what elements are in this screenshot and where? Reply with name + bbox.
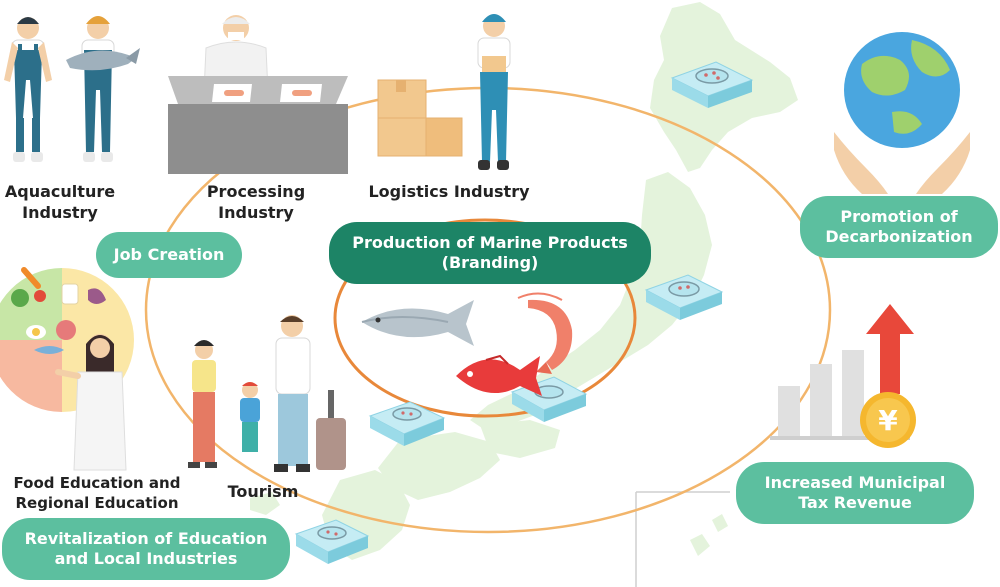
yen-symbol: ¥ (878, 404, 898, 437)
hands-icon (834, 132, 970, 194)
logistics-worker-icon (477, 14, 511, 170)
sea-bream-icon (456, 354, 542, 396)
revitalization-pill: Revitalization of Education and Local In… (2, 518, 290, 580)
tax-bar-chart-icon (770, 304, 916, 448)
aquaculture-worker-icon (4, 17, 52, 162)
promotion-decarbonization-pill: Promotion of Decarbonization (800, 196, 998, 258)
fish-pen-icon (294, 519, 370, 564)
aquaculture-industry-label: Aquaculture Industry (4, 182, 116, 222)
fish-pen-icon (368, 401, 446, 446)
job-creation-pill: Job Creation (96, 232, 242, 278)
fish-pen-icon (670, 61, 754, 108)
tuna-icon (361, 300, 474, 346)
marine-products-ring (333, 218, 637, 418)
food-education-label: Food Education and Regional Education (13, 474, 181, 512)
logistics-industry-label: Logistics Industry (368, 182, 530, 201)
globe-icon (844, 32, 960, 148)
increased-tax-revenue-pill: Increased Municipal Tax Revenue (736, 462, 974, 524)
tourism-label: Tourism (227, 482, 299, 501)
tourism-family-icon (188, 315, 346, 472)
aquaculture-worker-icon (66, 16, 140, 162)
fish-pen-icon (644, 274, 724, 320)
shrimp-icon (517, 292, 573, 374)
processing-industry-label: Processing Industry (206, 182, 306, 222)
processing-table-icon (168, 76, 348, 174)
cardboard-boxes-icon (377, 79, 463, 157)
fish-pen-icon (510, 376, 588, 422)
teacher-icon (55, 334, 127, 471)
production-marine-products-pill: Production of Marine Products (Branding) (329, 222, 651, 284)
